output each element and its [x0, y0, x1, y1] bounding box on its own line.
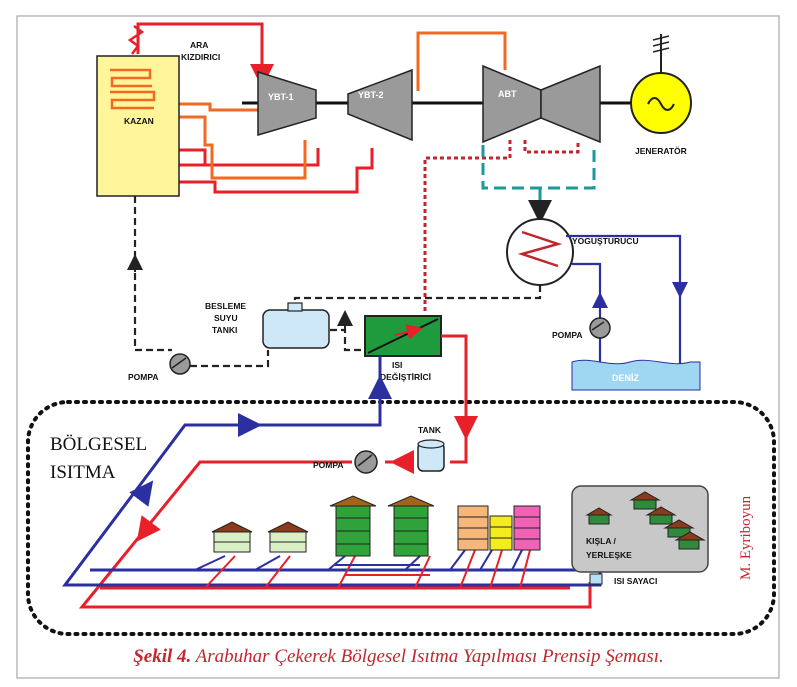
jenerator-label: JENERATÖR [635, 146, 687, 156]
isi-label-2: DEĞİŞTİRİCİ [380, 371, 431, 382]
exchanger-diagonal [367, 318, 439, 354]
caption-prefix: Şekil 4. [133, 646, 192, 667]
condenser-coil [517, 230, 563, 268]
bolgesel-label: BÖLGESEL [50, 434, 147, 455]
extraction-steam [423, 140, 580, 312]
building-green-1 [329, 495, 377, 557]
kazan-label: KAZAN [124, 116, 154, 126]
district-pump [354, 450, 378, 474]
pompa-lower-label: POMPA [313, 460, 344, 470]
building-orange [457, 505, 489, 551]
ybt1-label: YBT-1 [268, 92, 294, 102]
pompa-left-label: POMPA [128, 372, 159, 382]
district-pump-vane-icon [357, 454, 373, 467]
cooling-pump [589, 317, 611, 339]
district-supply [78, 334, 592, 609]
boiler-coils [110, 68, 156, 110]
exchanger-flow-icon [394, 324, 423, 340]
pump-vane-icon [591, 321, 605, 331]
building-small-2 [267, 521, 309, 553]
isi-sayaci-label: ISI SAYACI [614, 576, 657, 586]
deniz-sea [571, 359, 701, 391]
kisla-label-1: KIŞLA / [586, 536, 617, 546]
kisla-label-2: YERLEŞKE [586, 550, 632, 560]
branch-lines [194, 549, 531, 589]
kazan-boiler [96, 55, 180, 197]
yogusturucu-condenser [506, 218, 574, 286]
district-tank-top [417, 439, 445, 449]
kisla-houses [585, 491, 706, 550]
besleme-label-1: BESLEME [205, 301, 246, 311]
main-steam-lines [136, 22, 374, 194]
ara-label-1: ARA [190, 40, 208, 50]
kisla-panel [571, 485, 709, 573]
deniz-label: DENİZ [612, 373, 640, 383]
building-yellow [489, 515, 513, 551]
tank-label: TANK [418, 425, 442, 435]
isi-sayaci-meter [589, 573, 603, 585]
feed-pump-vane-icon [171, 357, 187, 369]
cooling-water-loop [566, 234, 682, 370]
return-arrow-3 [129, 480, 154, 507]
building-pink [513, 505, 541, 551]
ybt2-turbine [347, 68, 413, 142]
besleme-label-3: TANKI [212, 325, 237, 335]
reheat-lines [178, 31, 507, 180]
tank-dome [287, 302, 303, 312]
ybt2-label: YBT-2 [358, 90, 384, 100]
isitma-label: ISITMA [50, 462, 116, 483]
besleme-tank [262, 309, 330, 349]
abt-label: ABT [498, 89, 517, 99]
besleme-label-2: SUYU [214, 313, 238, 323]
ara-label-2: KIZDIRICI [181, 52, 220, 62]
yogusturucu-label: YOGUŞTURUCU [572, 236, 639, 246]
condensate-return [133, 196, 542, 368]
ac-wave-icon [647, 97, 675, 111]
building-small-1 [211, 521, 253, 553]
feed-pump [169, 353, 191, 375]
supply-arrow-3 [136, 515, 161, 542]
figure-caption: Şekil 4. Arabuhar Çekerek Bölgesel Isıtm… [0, 646, 797, 668]
author-signature: M. Eyriboyun [738, 495, 754, 580]
antenna-icon [652, 35, 670, 53]
pompa-right-label: POMPA [552, 330, 583, 340]
district-return [62, 356, 602, 587]
abt-turbine [482, 64, 542, 144]
caption-text: Arabuhar Çekerek Bölgesel Isıtma Yapılma… [191, 646, 664, 667]
isi-label-1: ISI [392, 360, 402, 370]
ybt1-turbine [257, 70, 317, 137]
reheater-zigzag [127, 25, 145, 55]
outer-border [16, 15, 780, 679]
abt-turbine-right [540, 64, 601, 144]
building-green-2 [387, 495, 435, 557]
